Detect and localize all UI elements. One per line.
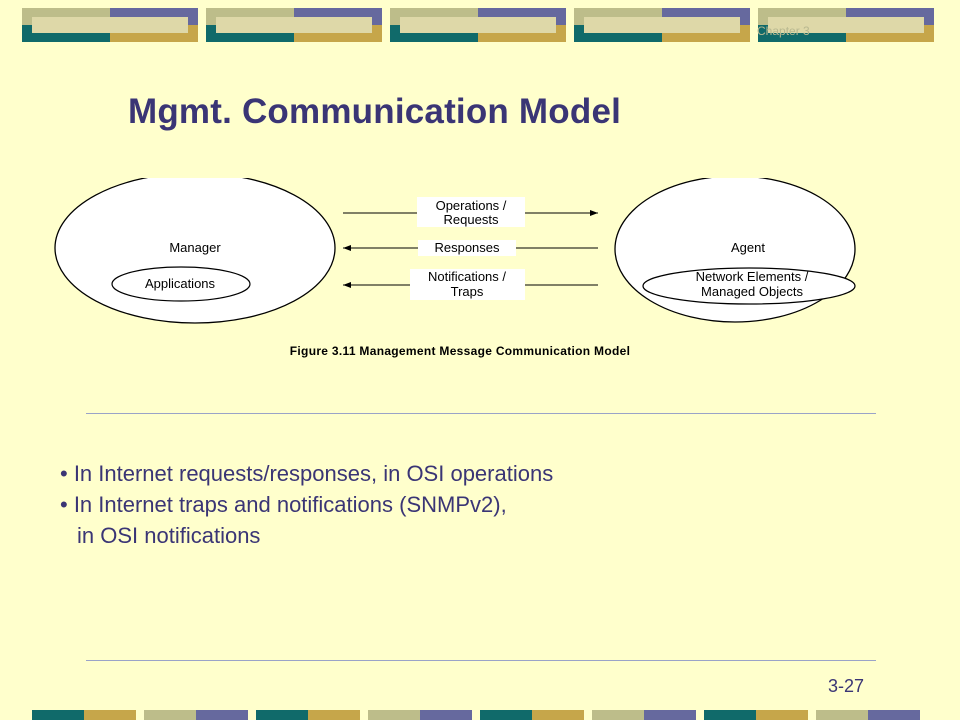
bullet-item-continuation: in OSI notifications (77, 523, 261, 548)
bullet-item: • In Internet requests/responses, in OSI… (60, 461, 554, 486)
divider-bottom (86, 660, 876, 661)
managed-objects-label: Managed Objects (701, 284, 803, 299)
manager-label: Manager (169, 240, 221, 255)
diagram-graphics (54, 178, 856, 324)
agent-label: Agent (731, 240, 765, 255)
header-tile (206, 8, 382, 42)
applications-label: Applications (144, 276, 216, 291)
header-tile (758, 8, 934, 42)
slide-title: Mgmt. Communication Model (128, 92, 622, 131)
managed-objects-ellipse (642, 267, 856, 305)
operations-label: Operations / (435, 198, 507, 213)
notifications-label: Notifications / (427, 269, 507, 284)
page-number: 3-27 (828, 676, 865, 696)
figure-caption: Figure 3.11 Management Message Communica… (289, 344, 631, 358)
header-tile (390, 8, 566, 42)
network-elements-label: Network Elements / (695, 269, 809, 284)
header-decoration-band (0, 0, 960, 48)
responses-label: Responses (434, 240, 500, 255)
header-tile (22, 8, 198, 42)
footer-decoration-band (0, 710, 960, 720)
traps-label: Traps (450, 284, 484, 299)
bullet-item: • In Internet traps and notifications (S… (60, 492, 507, 517)
header-tile (574, 8, 750, 42)
bullet-list: • In Internet requests/responses, in OSI… (60, 458, 553, 551)
chapter-label: Chapter 3 (757, 24, 810, 38)
requests-label: Requests (443, 212, 499, 227)
communication-diagram: Manager Applications Agent Network Eleme… (50, 178, 870, 368)
divider-top (86, 413, 876, 414)
applications-ellipse (111, 266, 251, 302)
